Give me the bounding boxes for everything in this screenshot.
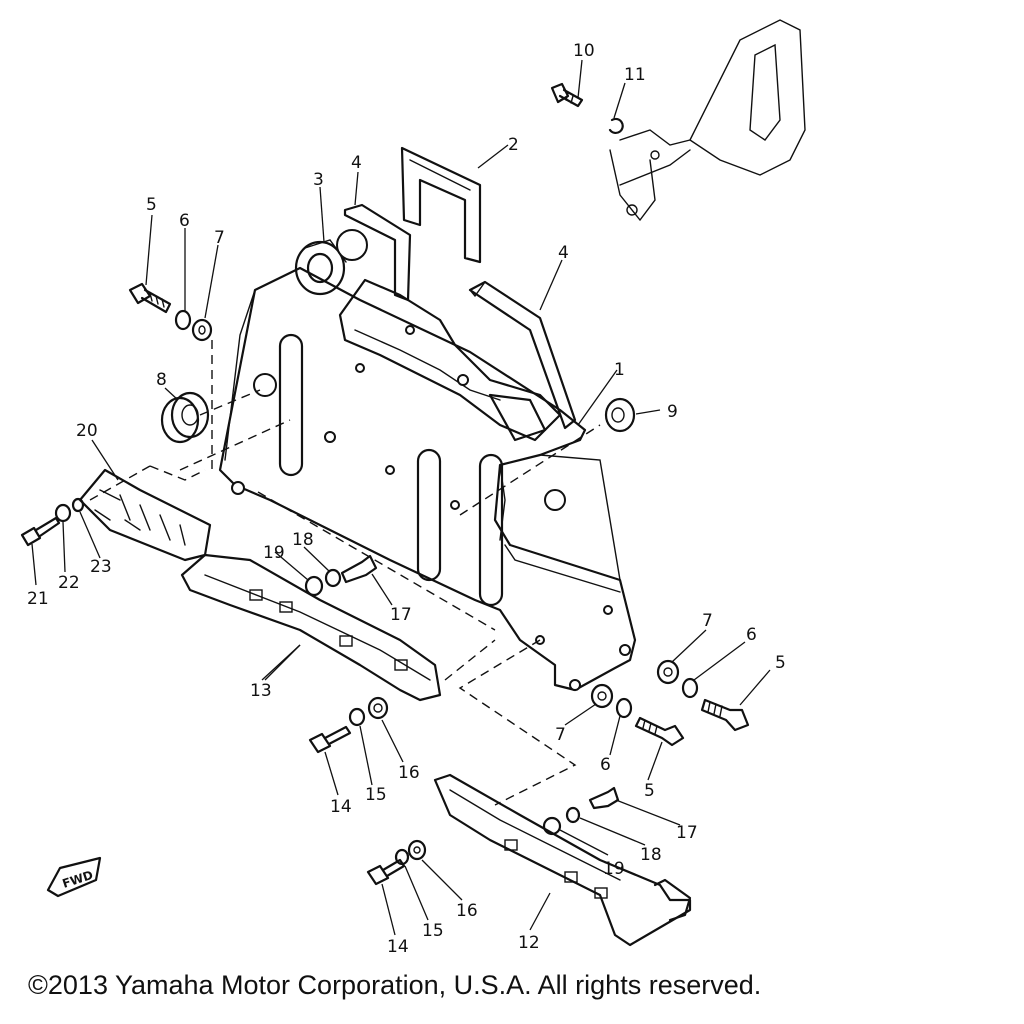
contact-plate-part-20 xyxy=(78,468,212,562)
bolt-part-10 xyxy=(550,82,584,108)
washer-16-upper xyxy=(367,696,389,720)
fwd-arrow-icon: FWD xyxy=(46,856,102,898)
washer-23 xyxy=(71,497,85,513)
washer-7-bottom xyxy=(590,683,614,709)
callout-19-lower: 19 xyxy=(603,859,625,879)
bolt-part-5-bottom xyxy=(634,716,685,747)
callout-7-right: 7 xyxy=(702,611,713,631)
bracket-part-13 xyxy=(180,553,442,702)
callout-7-bottom: 7 xyxy=(555,725,566,745)
swivel-bracket-part xyxy=(218,266,637,692)
pad-part-4-upper xyxy=(336,203,412,302)
callout-15-lower: 15 xyxy=(422,921,444,941)
callout-6-bottom: 6 xyxy=(600,755,611,775)
grommet-part-8 xyxy=(160,391,210,444)
washer-18-upper xyxy=(324,568,342,588)
callout-19-upper: 19 xyxy=(263,543,285,563)
bolt-part-17-upper xyxy=(340,554,378,584)
callout-13: 13 xyxy=(250,681,272,701)
callout-2: 2 xyxy=(508,135,519,155)
callout-4-upper: 4 xyxy=(351,153,362,173)
callout-14-lower: 14 xyxy=(387,937,409,957)
cap-part-9 xyxy=(604,397,636,433)
washer-18-lower xyxy=(565,806,581,824)
bracket-part-12 xyxy=(433,773,692,947)
callout-5-bottom: 5 xyxy=(644,781,655,801)
callout-9: 9 xyxy=(667,402,678,422)
pad-part-4-right xyxy=(468,280,577,430)
callout-1: 1 xyxy=(614,360,625,380)
washer-11 xyxy=(608,117,624,135)
callout-7-left: 7 xyxy=(214,228,225,248)
washer-6-right xyxy=(681,677,699,699)
plate-part-2 xyxy=(400,146,482,264)
bolt-part-5-left xyxy=(128,282,172,314)
callout-14-upper: 14 xyxy=(330,797,352,817)
washer-19-lower xyxy=(542,816,562,836)
callout-5-right: 5 xyxy=(775,653,786,673)
copyright-notice: ©2013 Yamaha Motor Corporation, U.S.A. A… xyxy=(28,970,762,1000)
washer-16-lower xyxy=(407,839,427,861)
callout-22: 22 xyxy=(58,573,80,593)
callout-8: 8 xyxy=(156,370,167,390)
washer-7-left xyxy=(191,318,213,342)
callout-4-right: 4 xyxy=(558,243,569,263)
callout-18-lower: 18 xyxy=(640,845,662,865)
washer-22 xyxy=(54,503,72,523)
callout-23: 23 xyxy=(90,557,112,577)
callout-numbers: 1 2 3 4 4 5 5 5 6 6 6 7 7 7 8 9 10 11 12… xyxy=(27,41,786,957)
bolt-part-17-lower xyxy=(588,786,620,810)
washer-6-bottom xyxy=(615,697,633,719)
callout-15-upper: 15 xyxy=(365,785,387,805)
bolt-part-5-right xyxy=(700,698,750,732)
leader-lines xyxy=(31,59,771,936)
callout-12: 12 xyxy=(518,933,540,953)
callout-10: 10 xyxy=(573,41,595,61)
callout-16-upper: 16 xyxy=(398,763,420,783)
callout-3: 3 xyxy=(313,170,324,190)
callout-17-upper: 17 xyxy=(390,605,412,625)
callout-18-upper: 18 xyxy=(292,530,314,550)
bolt-part-14-upper xyxy=(308,725,352,754)
callout-21: 21 xyxy=(27,589,49,609)
callout-20: 20 xyxy=(76,421,98,441)
callout-5-left: 5 xyxy=(146,195,157,215)
washer-6-left xyxy=(174,309,192,331)
tiller-handle-illustration xyxy=(609,19,806,222)
washer-7-right xyxy=(656,659,680,685)
washer-15-upper xyxy=(348,707,366,727)
washers xyxy=(54,117,699,866)
callout-11: 11 xyxy=(624,65,646,85)
washer-19-upper xyxy=(304,575,324,597)
callout-6-right: 6 xyxy=(746,625,757,645)
callout-6-left: 6 xyxy=(179,211,190,231)
callout-16-lower: 16 xyxy=(456,901,478,921)
bolt-part-21 xyxy=(20,516,61,547)
assembly-guide-lines xyxy=(89,340,601,806)
callout-17-lower: 17 xyxy=(676,823,698,843)
washer-15-lower xyxy=(394,848,410,866)
